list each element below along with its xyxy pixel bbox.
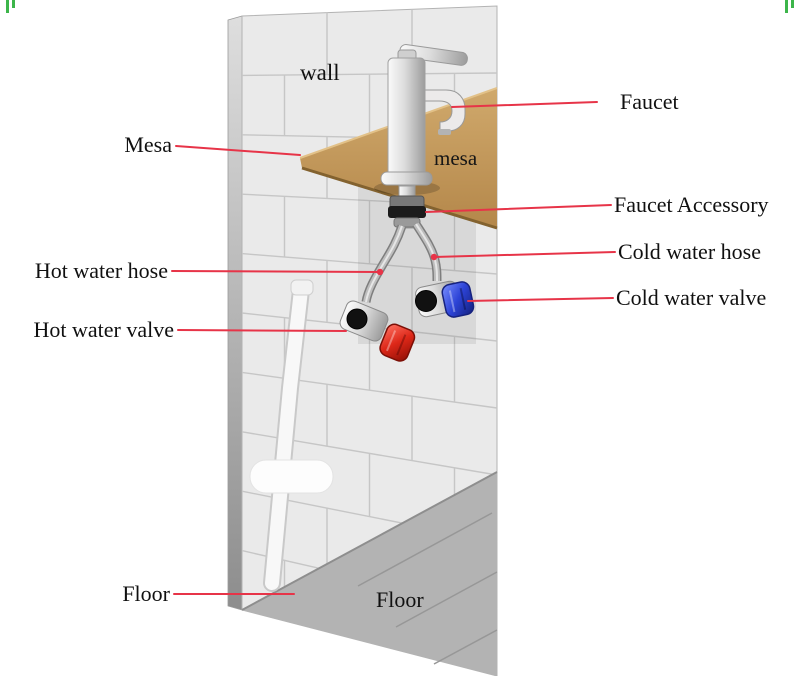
leader-line-faucet (451, 101, 598, 108)
floor-surface (242, 472, 497, 676)
leader-line-mesa (175, 145, 301, 156)
label-cold-water-valve: Cold water valve (616, 285, 767, 310)
leader-lines (171, 101, 616, 595)
faucet-accessory (388, 185, 426, 229)
floor-tile-lines (357, 512, 498, 665)
faucet-aerator (438, 129, 451, 135)
label-faucet-accessory: Faucet Accessory (614, 192, 769, 217)
pipe-elbow (290, 279, 314, 296)
label-floor: Floor (122, 581, 170, 606)
drain-pipe (263, 279, 314, 592)
faucet (374, 44, 468, 195)
crop-mark-icon (6, 0, 9, 13)
leader-dot-cold-hose (430, 253, 438, 261)
label-mesa: Mesa (124, 132, 172, 157)
label-hot-water-hose: Hot water hose (34, 258, 168, 283)
label-mesa-inner: mesa (434, 146, 478, 170)
faucet-base (380, 171, 433, 186)
pipe-cover (249, 459, 334, 494)
wall-side-edge (227, 15, 243, 611)
hot-valve-flange (346, 308, 368, 330)
wall-floor-junction (241, 471, 498, 611)
label-cold-water-hose: Cold water hose (618, 239, 761, 264)
crop-mark-icon (791, 0, 794, 8)
crop-mark-icon (12, 0, 15, 8)
cold-valve-flange (415, 290, 437, 312)
leader-line-hot-water-hose (171, 270, 381, 273)
crop-marks (6, 0, 794, 13)
accessory-ring (388, 206, 426, 218)
leader-line-cold-water-hose (433, 251, 616, 258)
leader-dot-hot-hose (376, 268, 384, 276)
crop-mark-icon (785, 0, 788, 13)
leader-line-faucet-accessory (425, 204, 612, 213)
faucet-body (387, 57, 426, 183)
leader-line-cold-water-valve (467, 297, 614, 302)
cold-water-valve (415, 280, 475, 318)
label-faucet: Faucet (620, 89, 679, 114)
label-hot-water-valve: Hot water valve (33, 317, 175, 342)
label-floor-inner: Floor (376, 587, 424, 612)
hot-water-hose (361, 224, 407, 303)
label-wall: wall (300, 60, 340, 85)
hot-valve-handle (379, 323, 416, 362)
hot-water-valve (339, 300, 416, 362)
cold-valve-handle (441, 281, 475, 318)
leader-line-hot-water-valve (177, 329, 347, 332)
